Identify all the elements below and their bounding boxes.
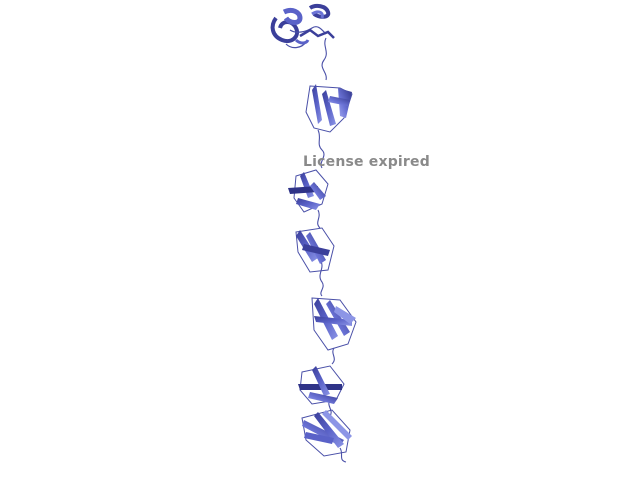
ig-domain-6 — [301, 409, 352, 457]
license-watermark: License expired — [303, 154, 430, 170]
ig-domain-4 — [311, 297, 357, 351]
ig-domain-2 — [288, 169, 329, 213]
ig-domain-1 — [305, 84, 353, 133]
ig-domain-5 — [298, 365, 345, 405]
helix-domain — [270, 3, 335, 49]
backbone-coil — [317, 37, 347, 463]
ig-domain-3 — [295, 227, 335, 273]
